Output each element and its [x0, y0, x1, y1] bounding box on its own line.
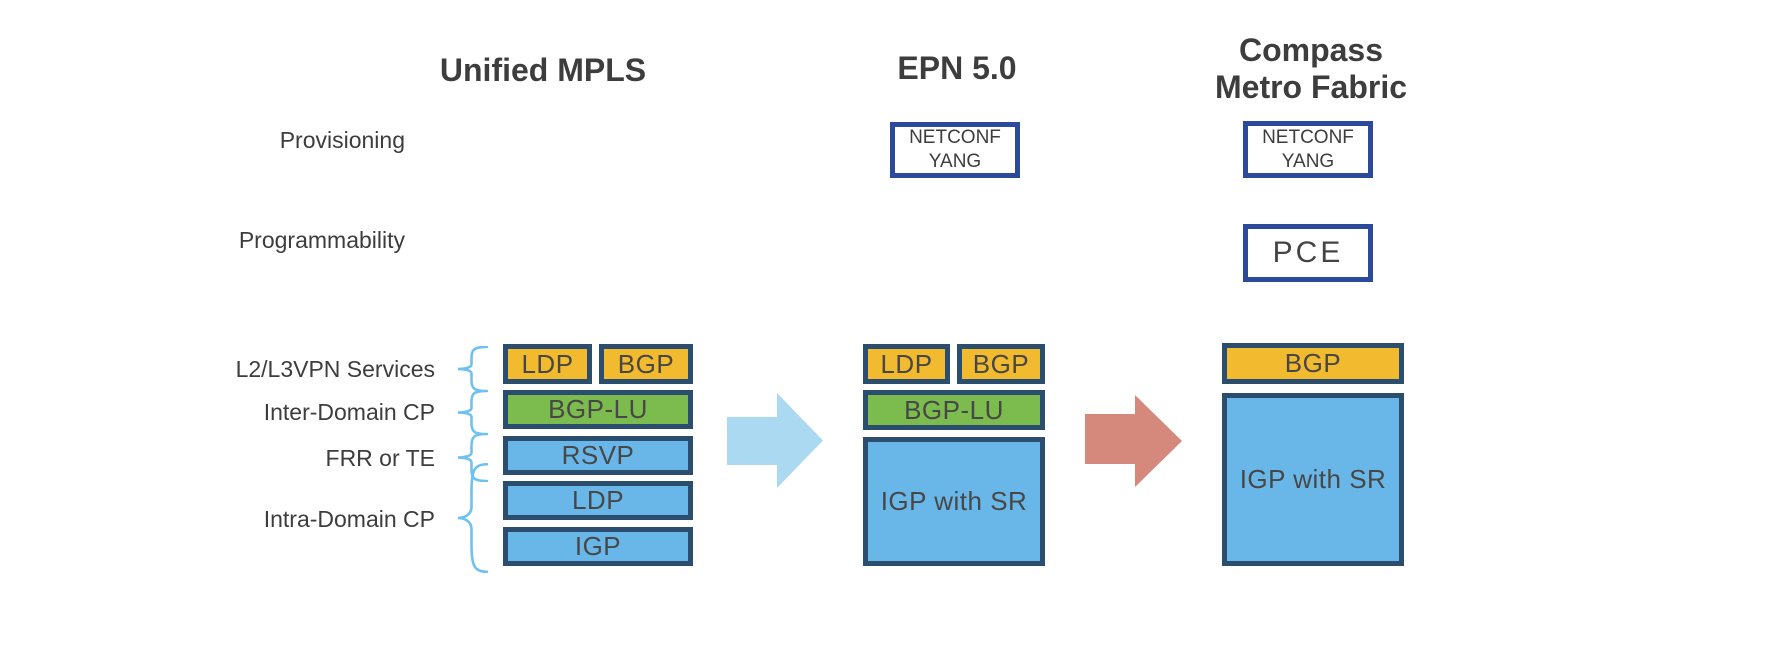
compass-igp-with-sr-box: IGP with SR	[1222, 393, 1404, 566]
row-label-programmability: Programmability	[238, 227, 405, 253]
row-label-inter-domain-cp: Inter-Domain CP	[263, 399, 435, 425]
column-header-epn-5-0: EPN 5.0	[897, 50, 1017, 86]
row-label-provisioning: Provisioning	[279, 127, 405, 153]
epn-netconf-yang-box: NETCONF YANG	[890, 122, 1020, 178]
unified-ldp-box: LDP	[503, 481, 693, 520]
column-header-unified-mpls: Unified MPLS	[439, 52, 647, 88]
unified-bgp-service-box: BGP	[599, 344, 693, 384]
unified-ldp-service-box: LDP	[503, 344, 592, 384]
epn-bgp-service-box: BGP	[957, 344, 1045, 384]
epn-bgp-lu-box: BGP-LU	[863, 390, 1045, 430]
row-label-l2l3vpn-services: L2/L3VPN Services	[235, 356, 435, 382]
column-header-compass-metro-fabric: Compass Metro Fabric	[1214, 32, 1408, 105]
brace-icon-intra-domain	[455, 462, 488, 574]
compass-bgp-service-box: BGP	[1222, 343, 1404, 384]
unified-bgp-lu-box: BGP-LU	[503, 390, 693, 429]
compass-netconf-yang-box: NETCONF YANG	[1243, 121, 1373, 178]
brace-icon-inter-domain	[455, 390, 488, 435]
arrow-right-icon-unified-to-epn	[727, 393, 823, 488]
arrow-right-icon-epn-to-compass	[1085, 395, 1182, 487]
brace-icon-l2l3vpn	[455, 346, 488, 392]
row-label-frr-or-te: FRR or TE	[325, 445, 435, 471]
unified-rsvp-box: RSVP	[503, 436, 693, 475]
compass-pce-box: PCE	[1243, 224, 1373, 282]
epn-igp-with-sr-box: IGP with SR	[863, 437, 1045, 566]
epn-ldp-service-box: LDP	[863, 344, 950, 384]
unified-igp-box: IGP	[503, 527, 693, 566]
row-label-intra-domain-cp: Intra-Domain CP	[263, 506, 435, 532]
